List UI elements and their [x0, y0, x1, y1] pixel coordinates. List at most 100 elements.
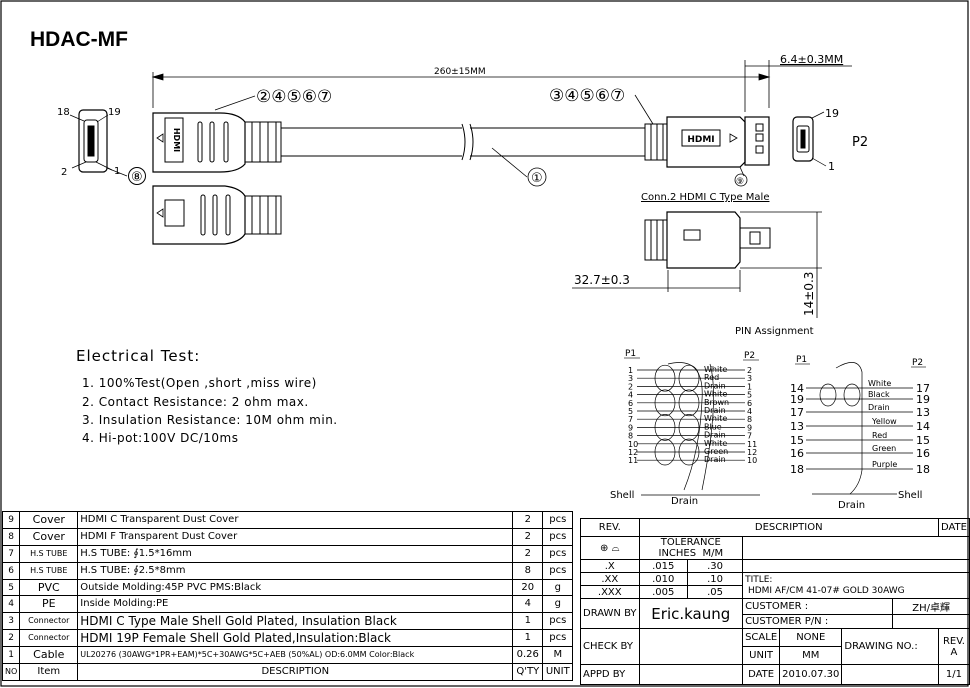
wire-color-label: Drain: [704, 406, 726, 415]
tb-unit-value: MM: [779, 646, 843, 665]
wiring-left-p1-pin: 8: [628, 432, 633, 441]
wiring-left-p2-pin: 11: [747, 440, 757, 449]
dim-width-label: 6.4±0.3MM: [780, 53, 843, 66]
wiring-left-p1-pin: 2: [628, 382, 633, 391]
wiring-right-p2-pin: 18: [916, 463, 930, 476]
wiring-left-p2-pin: 8: [747, 415, 752, 424]
bom-header-unit: UNIT: [542, 663, 574, 681]
tb-date-empty: [841, 664, 939, 685]
bom-unit: pcs: [542, 612, 574, 631]
tolerance-mm: M/M: [702, 548, 724, 559]
bom-no: 1: [1, 646, 21, 665]
conn2-side-view: [572, 211, 822, 318]
twisted-pair-ring: [654, 438, 676, 466]
tb-sheet: 1/1: [937, 664, 970, 685]
bom-qty: 2: [512, 544, 544, 563]
wire-color-label: Blue: [704, 422, 722, 431]
wiring-left-p2-label: P2: [744, 351, 755, 361]
tb-date-header: DATE: [937, 518, 970, 537]
bom-unit: g: [542, 578, 574, 597]
twisted-pair-ring: [654, 389, 676, 417]
wiring-right-shell-label: Shell: [898, 490, 922, 501]
bom-header-item: Item: [19, 663, 79, 681]
bom-item: Cover: [19, 527, 79, 546]
wiring-left-p2-pin: 12: [747, 448, 757, 457]
bom-header-qty: Q'TY: [512, 663, 544, 681]
bom-item: PE: [19, 595, 79, 614]
dim-length-label: 260±15MM: [434, 67, 486, 77]
shield-wire: [667, 362, 703, 491]
wiring-right-drain-label: Drain: [838, 500, 865, 511]
tb-scale-value: NONE: [779, 628, 843, 647]
tb-drawn-name: Eric.kaung: [638, 598, 744, 629]
tb-drawn-by: DRAWN BY: [580, 598, 640, 629]
dim-height-label: 14±0.3: [802, 272, 816, 316]
wire-color-label: White: [704, 414, 727, 423]
bom-desc: Inside Molding:PE: [77, 595, 514, 614]
wiring-right-p2-pin: 16: [916, 447, 930, 460]
wire-color-label: Green: [872, 444, 896, 453]
bom-unit: pcs: [542, 561, 574, 580]
bom-item: PVC: [19, 578, 79, 597]
bom-qty: 1: [512, 629, 544, 648]
tol-row-label: .XXX: [580, 585, 640, 599]
dim-depth-label: 32.7±0.3: [574, 273, 630, 287]
twisted-pair-ring: [678, 414, 700, 441]
wiring-right-p1-label: P1: [796, 355, 807, 365]
bom-qty: 0.26: [512, 646, 544, 665]
electrical-test-item: 3. Insulation Resistance: 10M ohm min.: [82, 413, 338, 427]
tb-title-label: TITLE:: [745, 574, 773, 585]
callout-1: ①: [531, 171, 543, 186]
tol-row-inch: .015: [638, 559, 688, 573]
wiring-left-p1-pin: 11: [628, 456, 638, 465]
shield-wire: [701, 363, 714, 491]
bom-no: 2: [1, 629, 21, 648]
wiring-left-p2-pin: 2: [747, 366, 752, 375]
tb-empty: [742, 559, 970, 573]
wiring-right-p1-pin: 15: [790, 434, 804, 447]
tol-row-inch: .010: [638, 572, 688, 586]
tb-title-cell: TITLE: HDMI AF/CM 41-07# GOLD 30AWG: [742, 572, 970, 599]
pin-1-label-left: 1: [114, 166, 120, 177]
wire-color-label: Purple: [872, 460, 897, 469]
bom-no: 8: [1, 527, 21, 546]
wiring-right-p1-pin: 18: [790, 463, 804, 476]
female-end-view: [69, 109, 146, 185]
bom-item: H.S TUBE: [19, 561, 79, 580]
wiring-left-p2-pin: 9: [747, 423, 752, 432]
bom-header-no: NO: [1, 663, 21, 681]
tb-empty: [742, 536, 970, 560]
wiring-left-p1-pin: 7: [628, 415, 633, 424]
wire-color-label: Yellow: [871, 417, 897, 426]
bom-unit: pcs: [542, 544, 574, 563]
pin-1-label-right: 1: [828, 160, 835, 173]
callout-left-group: ②④⑤⑥⑦: [256, 87, 332, 107]
wiring-left-shell-label: Shell: [610, 490, 634, 501]
title-block: REV. DESCRIPTION DATE ⊕ ⌓ TOLERANCE INCH…: [580, 518, 970, 685]
bom-unit: g: [542, 595, 574, 614]
pin-2-label-left: 2: [61, 167, 67, 178]
tb-customer: CUSTOMER :: [742, 598, 894, 615]
wire-color-label: Brown: [704, 398, 729, 407]
bom-desc: HDMI F Transparent Dust Cover: [77, 527, 514, 546]
tolerance-inches: INCHES: [658, 548, 697, 559]
cable-assembly: HDMI HDMI: [152, 112, 770, 173]
tol-row-label: .XX: [580, 572, 640, 586]
wiring-left-p1-pin: 4: [628, 391, 633, 400]
shield-wire: [835, 362, 863, 495]
wire-color-label: Drain: [704, 381, 726, 390]
bom-no: 4: [1, 595, 21, 614]
male-end-view: [792, 111, 827, 167]
wire-color-label: White: [704, 390, 727, 399]
tb-scale: SCALE: [742, 628, 781, 647]
bom-no: 3: [1, 612, 21, 631]
wiring-left-p2-pin: 5: [747, 391, 752, 400]
tol-row-label: .X: [580, 559, 640, 573]
twisted-pair-ring: [654, 414, 676, 441]
